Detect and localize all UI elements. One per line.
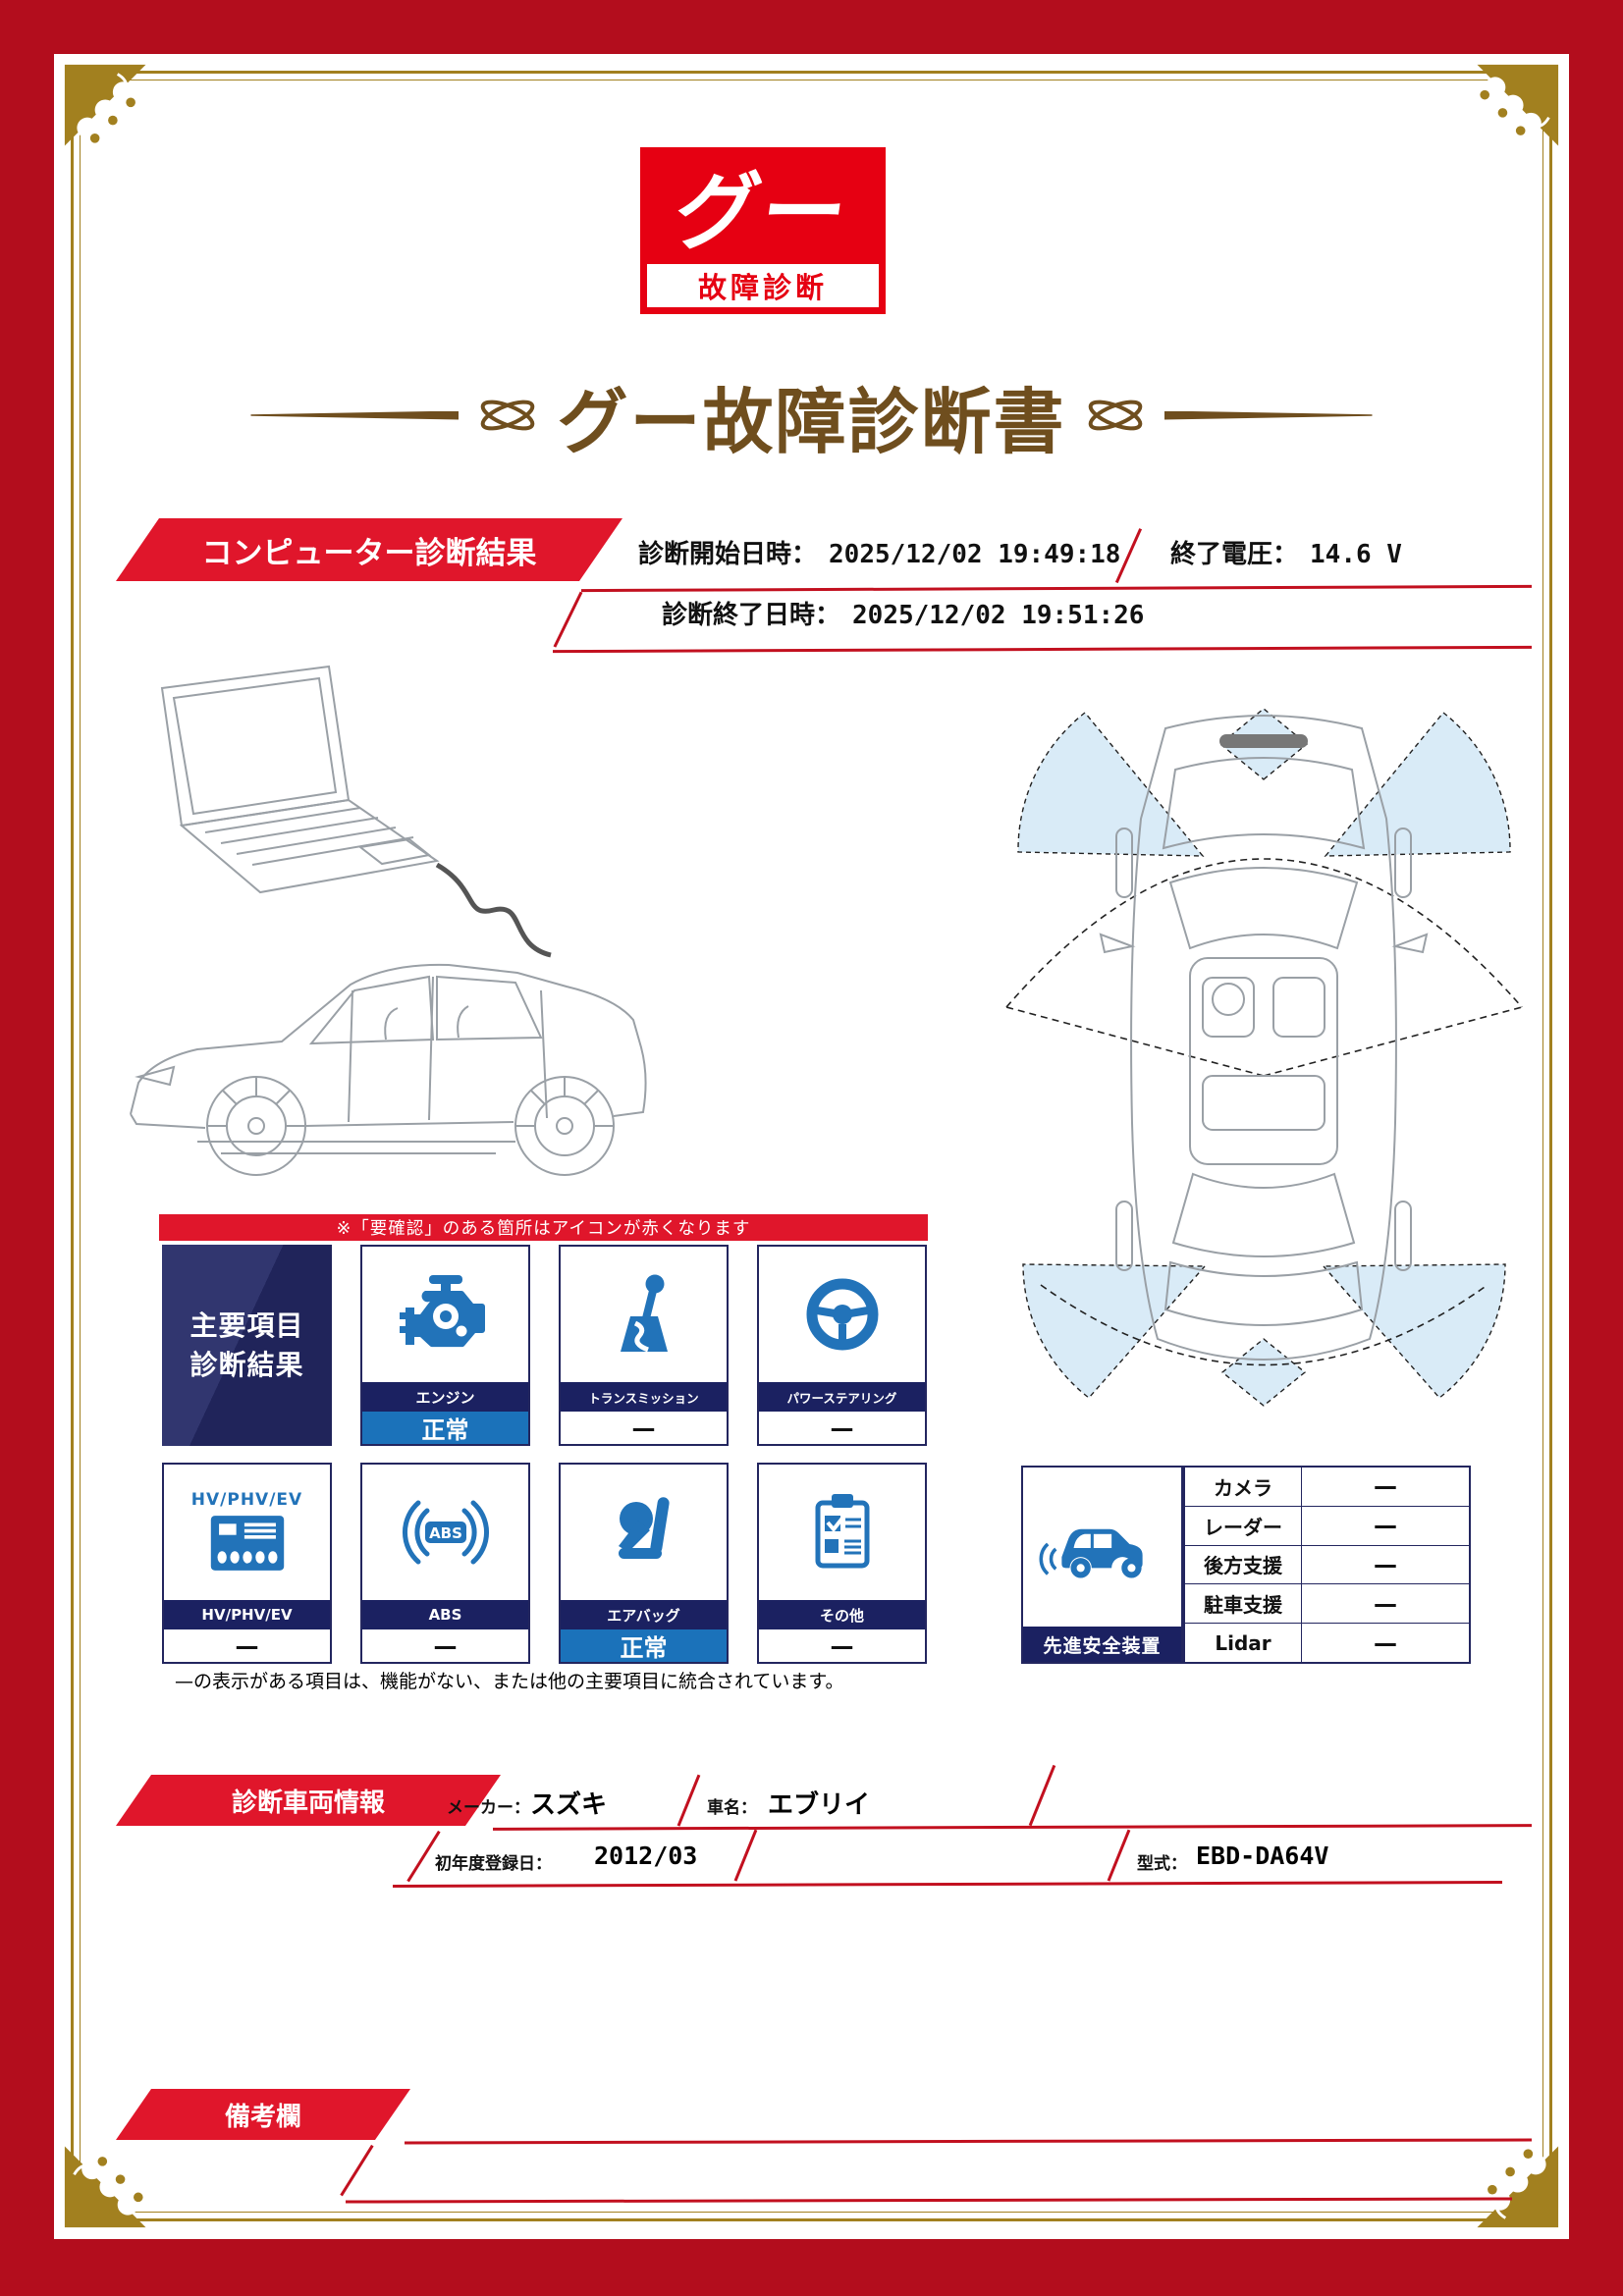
steering-wheel-icon	[759, 1247, 925, 1382]
diagnosis-cell-abs: ABS ABS —	[360, 1463, 530, 1664]
diagnosis-start-value: 2025/12/02 19:49:18	[829, 540, 1121, 569]
main-items-header-line1: 主要項目	[189, 1309, 304, 1343]
safety-row-camera: カメラ —	[1185, 1468, 1469, 1507]
end-voltage-value: 14.6 V	[1310, 540, 1402, 569]
checklist-icon	[759, 1465, 925, 1600]
paper-background	[54, 54, 1569, 2239]
end-voltage-label: 終了電圧：	[1170, 540, 1299, 569]
vehicle-info-banner: 診断車両情報	[116, 1775, 501, 1826]
title-divider-left	[250, 410, 460, 420]
warning-note-text: ※「要確認」のある箇所はアイコンが赤くなります	[336, 1219, 751, 1239]
title-swirl-icon	[1088, 400, 1142, 431]
diagnosis-cell-status: 正常	[362, 1412, 528, 1444]
safety-row-parking-support: 駐車支援 —	[1185, 1584, 1469, 1625]
safety-row-value: —	[1374, 1512, 1397, 1540]
model-code-label: 型式：	[1137, 1854, 1187, 1874]
engine-icon	[362, 1247, 528, 1382]
safety-row-value: —	[1374, 1472, 1397, 1501]
safety-row-label: カメラ	[1185, 1468, 1302, 1506]
main-items-header-line2: 診断結果	[189, 1348, 304, 1381]
safety-row-label: Lidar	[1185, 1624, 1302, 1662]
car-name-label: 車名：	[707, 1798, 757, 1818]
diagnosis-cell-power-steering: パワーステアリング —	[757, 1245, 927, 1446]
diagnosis-cell-label: エンジン	[362, 1382, 528, 1412]
model-code-value: EBD-DA64V	[1196, 1842, 1329, 1870]
gold-corner-ornament-icon	[64, 2146, 146, 2228]
advanced-safety-header-label: 先進安全装置	[1023, 1627, 1181, 1662]
gold-corner-ornament-icon	[1477, 2146, 1559, 2228]
maker-label: メーカー：	[447, 1798, 530, 1818]
report-title-row: グー故障診断書	[88, 361, 1535, 469]
diagnosis-cell-status: —	[433, 1631, 458, 1660]
diagnosis-cell-other: その他 —	[757, 1463, 927, 1664]
diagnosis-cell-label: その他	[759, 1600, 925, 1629]
diagnosis-cell-status: —	[235, 1631, 259, 1660]
diagnosis-cell-engine: エンジン 正常	[360, 1245, 530, 1446]
safety-row-rear-support: 後方支援 —	[1185, 1545, 1469, 1585]
car-top-view-sensor-illustration	[1005, 708, 1523, 1407]
grid-footnote: —の表示がある項目は、機能がない、または他の主要項目に統合されています。	[175, 1671, 844, 1692]
diagnosis-start-label: 診断開始日時：	[638, 540, 818, 569]
computer-diagnosis-banner-label: コンピューター診断結果	[201, 535, 537, 571]
advanced-safety-table: カメラ — レーダー — 後方支援 — 駐車支援 — Lidar —	[1183, 1466, 1471, 1664]
safety-row-value: —	[1374, 1629, 1397, 1657]
diagnosis-cell-label: トランスミッション	[561, 1382, 727, 1412]
diagnosis-end-label: 診断終了日時：	[662, 601, 841, 630]
end-voltage-field: 終了電圧： 14.6 V	[1170, 534, 1402, 570]
first-registration-value: 2012/03	[594, 1842, 698, 1870]
safety-row-label: 後方支援	[1185, 1545, 1302, 1584]
svg-text:ABS: ABS	[429, 1524, 462, 1542]
gold-corner-ornament-icon	[64, 64, 146, 146]
diagnosis-cell-status: —	[631, 1414, 656, 1442]
safety-row-radar: レーダー —	[1185, 1506, 1469, 1546]
title-swirl-icon	[481, 400, 535, 431]
first-registration-label: 初年度登録日：	[435, 1854, 552, 1874]
diagnosis-start-field: 診断開始日時： 2025/12/02 19:49:18	[638, 534, 1120, 570]
abs-icon: ABS	[362, 1465, 528, 1600]
diagnosis-cell-transmission: トランスミッション —	[559, 1245, 729, 1446]
safety-car-icon	[1023, 1468, 1181, 1627]
goo-logo-main-text: グー	[668, 163, 855, 262]
remarks-banner-label: 備考欄	[224, 2102, 301, 2132]
diagnosis-cell-label: パワーステアリング	[759, 1382, 925, 1412]
car-name-value: エブリイ	[768, 1790, 871, 1820]
diagnosis-cell-status: 正常	[561, 1629, 727, 1662]
safety-row-value: —	[1374, 1550, 1397, 1578]
transmission-icon	[561, 1247, 727, 1382]
goo-logo: グー 故障診断	[640, 147, 886, 314]
hv-icon-text: HV/PHV/EV	[190, 1490, 303, 1510]
airbag-icon	[561, 1465, 727, 1600]
advanced-safety-header-cell: 先進安全装置	[1021, 1466, 1183, 1664]
vehicle-info-banner-label: 診断車両情報	[231, 1788, 385, 1818]
maker-value: スズキ	[530, 1790, 608, 1820]
diagnosis-cell-label: HV/PHV/EV	[164, 1600, 330, 1629]
diagnosis-cell-label: エアバッグ	[561, 1600, 727, 1629]
laptop-car-illustration	[130, 665, 647, 1176]
remarks-banner: 備考欄	[116, 2089, 410, 2140]
goo-logo-sub-text: 故障診断	[647, 264, 879, 307]
diagnosis-end-field: 診断終了日時： 2025/12/02 19:51:26	[662, 595, 1144, 631]
hv-battery-icon: HV/PHV/EV	[164, 1465, 330, 1600]
page-title: グー故障診断書	[557, 379, 1066, 463]
diagnosis-cell-status: —	[830, 1631, 854, 1660]
safety-row-value: —	[1374, 1589, 1397, 1618]
gold-frame-outer	[71, 71, 1552, 2221]
computer-diagnosis-banner: コンピューター診断結果	[116, 518, 622, 581]
diagnosis-cell-airbag: エアバッグ 正常	[559, 1463, 729, 1664]
diagnosis-cell-label: ABS	[362, 1600, 528, 1629]
gold-frame-inner	[80, 80, 1543, 2213]
gold-corner-ornament-icon	[1477, 64, 1559, 146]
diagnosis-end-value: 2025/12/02 19:51:26	[852, 601, 1145, 630]
safety-row-label: レーダー	[1185, 1506, 1302, 1545]
diagnosis-cell-status: —	[830, 1414, 854, 1442]
title-divider-right	[1163, 410, 1373, 420]
safety-row-lidar: Lidar —	[1185, 1624, 1469, 1662]
safety-row-label: 駐車支援	[1185, 1584, 1302, 1624]
main-items-header-cell: 主要項目 診断結果	[162, 1245, 332, 1446]
diagnosis-cell-hv: HV/PHV/EV HV/PHV/EV —	[162, 1463, 332, 1664]
warning-note-bar: ※「要確認」のある箇所はアイコンが赤くなります	[159, 1214, 928, 1241]
